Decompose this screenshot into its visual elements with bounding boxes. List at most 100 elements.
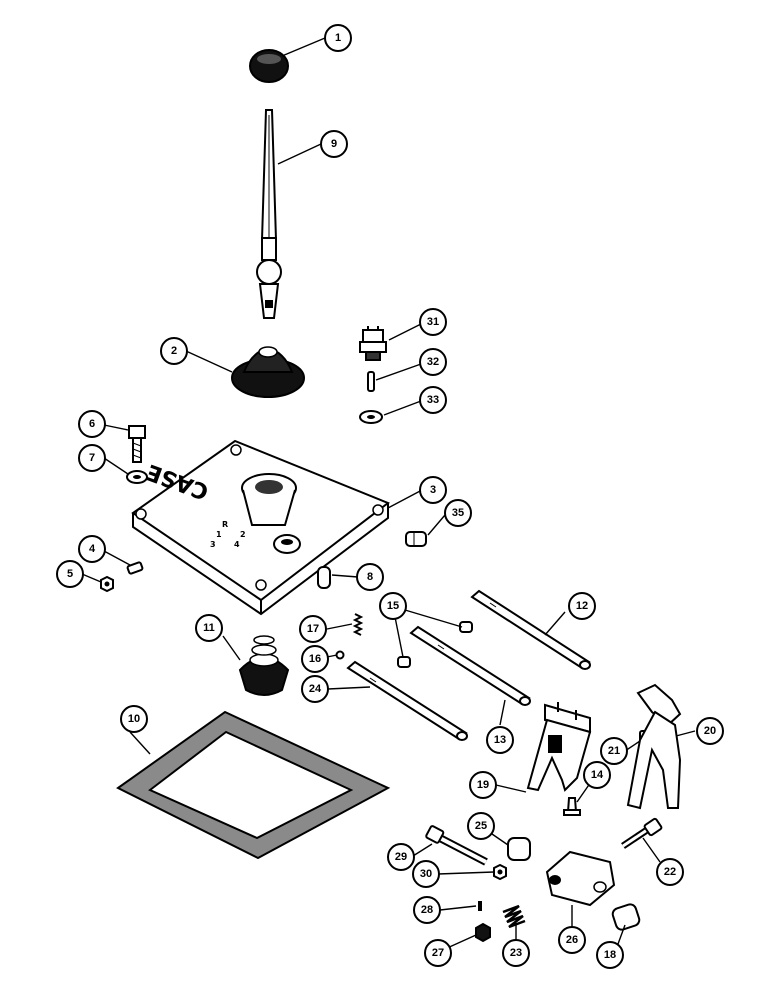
- callout-number: 24: [309, 683, 322, 695]
- callout-number: 11: [203, 622, 215, 634]
- callout-number: 7: [89, 452, 95, 464]
- callout-21: 21: [600, 737, 628, 765]
- shift-rail-upper: [470, 589, 591, 670]
- callout-35: 35: [444, 499, 472, 527]
- lock-nut: [475, 922, 491, 943]
- shift-fork-left: [526, 702, 592, 792]
- callout-number: 19: [477, 779, 489, 791]
- shift-rail-lower: [346, 660, 468, 741]
- callout-10: 10: [120, 705, 148, 733]
- plunger-spring: [502, 904, 526, 929]
- callout-number: 26: [566, 934, 578, 946]
- callout-6: 6: [78, 410, 106, 438]
- callout-number: 14: [591, 769, 604, 781]
- callout-7: 7: [78, 444, 106, 472]
- detent-spring: [352, 613, 364, 636]
- callout-8: 8: [356, 563, 384, 591]
- callout-33: 33: [419, 386, 447, 414]
- shift-pattern-mark-1: 1: [216, 530, 222, 539]
- callout-number: 3: [430, 484, 436, 496]
- callout-29: 29: [387, 843, 415, 871]
- switch-plunger: [367, 371, 375, 392]
- callout-number: 23: [510, 947, 522, 959]
- hex-nut: [493, 863, 507, 881]
- leader-lines: [81, 37, 696, 950]
- neutral-switch: [359, 326, 387, 361]
- callout-17: 17: [299, 615, 327, 643]
- callout-number: 8: [367, 571, 373, 583]
- callout-26: 26: [558, 926, 586, 954]
- shift-fork-right: [626, 683, 682, 810]
- callout-number: 5: [67, 568, 73, 580]
- shifter-cover: CASE R 1 2 3 4: [131, 439, 390, 616]
- callout-number: 29: [395, 851, 407, 863]
- callout-13: 13: [486, 726, 514, 754]
- callout-11: 11: [195, 614, 223, 642]
- callout-23: 23: [502, 939, 530, 967]
- callout-number: 21: [608, 745, 620, 757]
- callout-number: 10: [128, 713, 140, 725]
- callout-number: 18: [604, 949, 616, 961]
- callout-25: 25: [467, 812, 495, 840]
- callout-2: 2: [160, 337, 188, 365]
- cover-sleeve: [405, 531, 427, 547]
- cover-gasket: [116, 710, 391, 860]
- callout-20: 20: [696, 717, 724, 745]
- through-bolt: [425, 825, 488, 866]
- callout-30: 30: [412, 860, 440, 888]
- shift-pattern-mark-4: 4: [234, 540, 240, 549]
- cap-screw: [128, 425, 146, 463]
- callout-22: 22: [656, 858, 684, 886]
- shift-block: [545, 850, 616, 907]
- dowel-pin: [317, 566, 331, 589]
- callout-3: 3: [419, 476, 447, 504]
- shift-rail-middle: [409, 625, 531, 706]
- callout-28: 28: [413, 896, 441, 924]
- callout-18: 18: [596, 941, 624, 969]
- shift-pattern-mark-2: 2: [240, 530, 246, 539]
- callout-number: 9: [331, 138, 337, 150]
- spacer-sleeve: [611, 903, 641, 931]
- callout-number: 16: [309, 653, 321, 665]
- set-screw: [126, 561, 144, 575]
- callout-number: 28: [421, 904, 433, 916]
- shift-knob: [249, 49, 289, 83]
- callout-5: 5: [56, 560, 84, 588]
- callout-19: 19: [469, 771, 497, 799]
- shift-boot: [231, 346, 305, 398]
- callout-12: 12: [568, 592, 596, 620]
- shift-lever: [256, 109, 282, 319]
- callout-number: 25: [475, 820, 487, 832]
- callout-number: 20: [704, 725, 716, 737]
- bushing: [507, 837, 531, 861]
- callout-number: 1: [335, 32, 341, 44]
- callout-number: 32: [427, 356, 439, 368]
- callout-15a: 15: [379, 592, 407, 620]
- callout-number: 22: [664, 866, 676, 878]
- detent-ball: [335, 650, 345, 660]
- interlock-pin-lower: [397, 656, 411, 668]
- roll-pin: [478, 901, 482, 911]
- callout-number: 6: [89, 418, 95, 430]
- fork-lock-screw: [563, 797, 581, 816]
- long-bolt: [621, 817, 663, 849]
- callout-number: 27: [432, 947, 444, 959]
- callout-number: 15: [387, 600, 399, 612]
- callout-number: 31: [427, 316, 439, 328]
- callout-number: 13: [494, 734, 506, 746]
- callout-16: 16: [301, 645, 329, 673]
- callout-9: 9: [320, 130, 348, 158]
- callout-32: 32: [419, 348, 447, 376]
- callout-4: 4: [78, 535, 106, 563]
- callout-number: 30: [420, 868, 432, 880]
- callout-number: 2: [171, 345, 177, 357]
- callout-number: 4: [89, 543, 96, 555]
- callout-14: 14: [583, 761, 611, 789]
- shift-pattern-mark-r: R: [222, 520, 228, 529]
- callout-1: 1: [324, 24, 352, 52]
- shift-pattern-mark-3: 3: [210, 540, 216, 549]
- callout-number: 17: [307, 623, 319, 635]
- callout-number: 12: [576, 600, 588, 612]
- switch-washer: [359, 410, 383, 424]
